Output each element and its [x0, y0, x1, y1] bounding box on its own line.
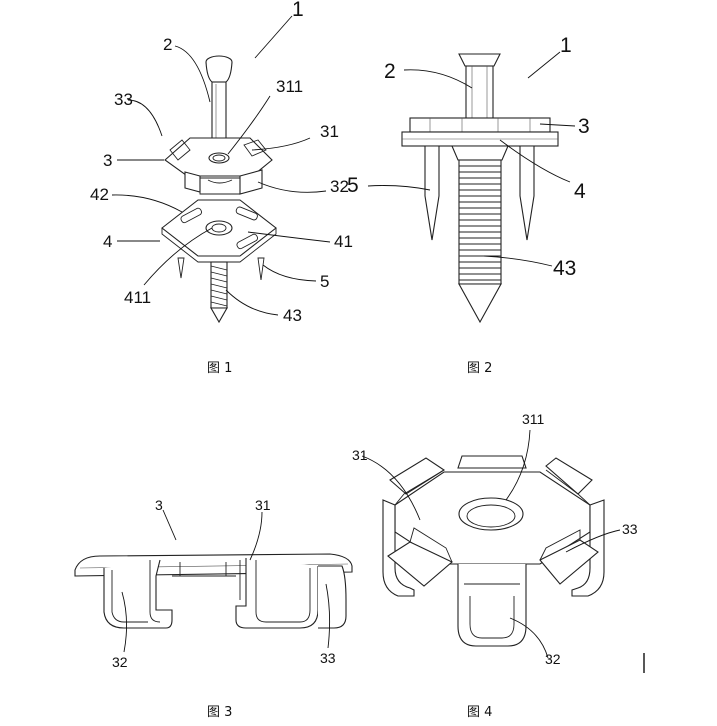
figure-2: 1 2 3 5 4 43 图 2: [347, 34, 590, 376]
figure-3: 3 31 32 33 图 3: [74, 497, 353, 720]
figure-1: 1 2 311 33 31 3 32 42 4 41 411 5 43 图 1: [90, 0, 353, 376]
leg-part-32-left: [103, 559, 173, 629]
label-32: 32: [112, 654, 128, 670]
label-5: 5: [347, 174, 359, 197]
label-43: 43: [553, 257, 576, 280]
label-41: 41: [334, 232, 353, 251]
sleeve-part-3: [409, 117, 551, 133]
label-311: 311: [276, 77, 303, 96]
nail-part-2: [458, 53, 501, 121]
label-31: 31: [255, 497, 271, 513]
label-3: 3: [103, 151, 112, 170]
label-1: 1: [292, 0, 304, 21]
figure-4: 311 31 33 32 图 4: [352, 411, 638, 720]
label-1: 1: [560, 34, 572, 57]
label-3: 3: [155, 497, 163, 513]
label-32: 32: [330, 177, 349, 196]
leg-part-32: [457, 564, 527, 647]
tab-part-33: [318, 565, 347, 629]
caption-figure-4: 图 4: [467, 705, 492, 720]
label-411: 411: [124, 288, 151, 307]
label-31: 31: [320, 122, 339, 141]
label-5: 5: [320, 272, 329, 291]
label-33: 33: [320, 650, 336, 666]
label-2: 2: [384, 60, 396, 83]
spikes-part-5: [424, 145, 535, 241]
label-2: 2: [163, 35, 172, 54]
label-4: 4: [103, 232, 112, 251]
label-4: 4: [574, 180, 586, 203]
label-42: 42: [90, 185, 109, 204]
base-plate-part-4: [401, 131, 559, 147]
screw-part-43: [210, 261, 228, 324]
label-31: 31: [352, 447, 368, 463]
label-43: 43: [283, 306, 302, 325]
screw-part-43: [451, 145, 509, 324]
label-32: 32: [545, 651, 561, 667]
caption-figure-3: 图 3: [207, 705, 232, 720]
label-311: 311: [522, 411, 545, 427]
base-plate-part-4: [161, 199, 277, 263]
leg-part-32-middle: [235, 558, 319, 629]
label-33: 33: [622, 521, 638, 537]
caption-figure-1: 图 1: [207, 361, 232, 376]
spikes-part-5: [177, 257, 265, 281]
caption-figure-2: 图 2: [467, 361, 492, 376]
label-33: 33: [114, 90, 133, 109]
label-3: 3: [578, 115, 590, 138]
sleeve-part-3: [164, 137, 273, 195]
